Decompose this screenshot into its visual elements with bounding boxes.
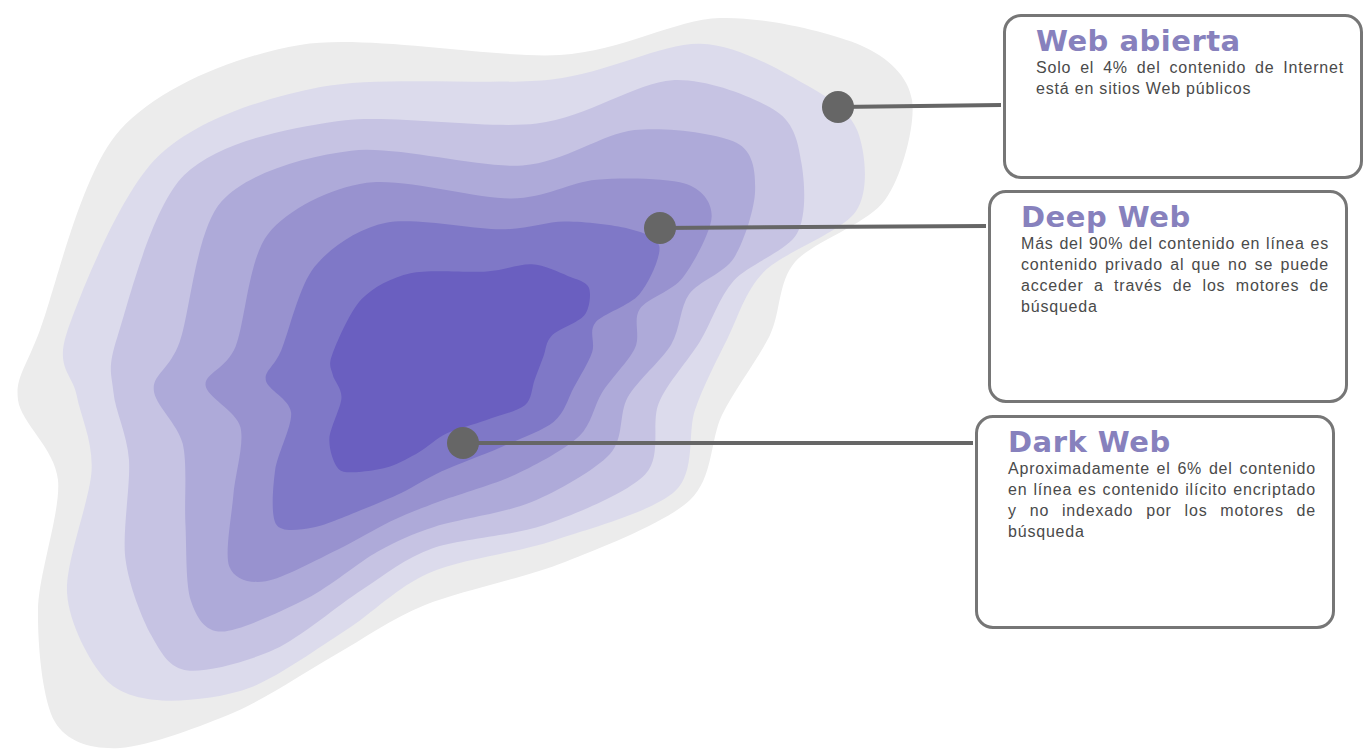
blob-layer [18,18,913,748]
node-body: Aproximadamente el 6% del contenido en l… [1008,458,1316,542]
blob-layer [154,129,755,631]
leader-dot [644,212,676,244]
blob-layers [18,18,913,748]
callout-box: Deep WebMás del 90% del contenido en lín… [988,190,1348,403]
callout-box: Dark WebAproximadamente el 6% del conten… [975,415,1335,629]
node-heading: Web abierta [1036,25,1344,57]
blob-layer [63,44,865,701]
leader-dot [447,427,479,459]
blob-layer [266,221,660,530]
node-heading: Deep Web [1021,201,1329,233]
node-body: Más del 90% del contenido en línea es co… [1021,233,1329,317]
leader-line [660,226,986,228]
callout-box: Web abiertaSolo el 4% del contenido de I… [1003,14,1363,179]
leader-dot [822,91,854,123]
leader-line [838,105,1001,107]
node-body: Solo el 4% del contenido de Internet est… [1036,57,1344,99]
blob-layer [206,178,712,581]
node-heading: Dark Web [1008,426,1316,458]
leader-dots [447,91,854,459]
blob-layer [111,80,804,671]
leader-line [463,441,973,445]
leader-lines [463,105,1001,443]
